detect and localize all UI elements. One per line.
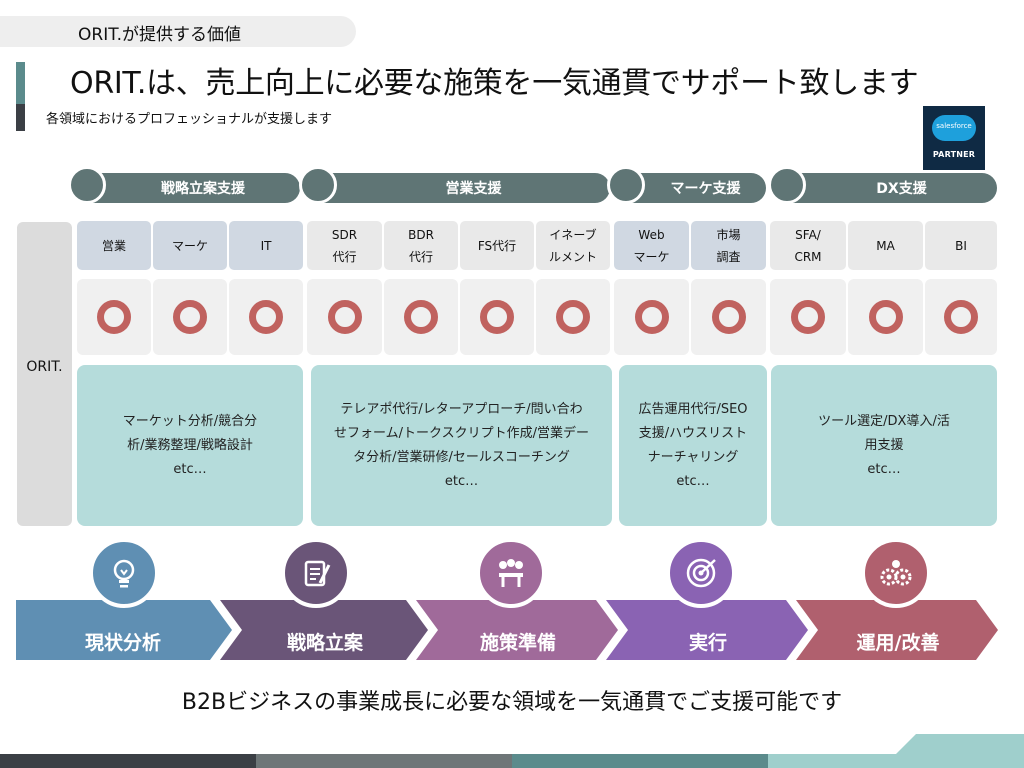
cloud-logo-text: salesforce [936,122,972,130]
step-label-improve: 運用/改善 [856,632,940,654]
lightbulb-icon [89,538,159,608]
coverage-cell [460,279,534,355]
service-cell: マーケ [153,221,227,270]
coverage-cell [153,279,227,355]
circle-mark-icon [327,300,362,334]
meeting-icon [476,538,546,608]
detail-box-sales: テレアポ代行/レターアプローチ/問い合わ せフォーム/トークスクリプト作成/営業… [311,365,612,526]
phase-bar-sales: 営業支援 [317,173,610,203]
phase-bar-dx: DX支援 [786,173,997,203]
step-arrow-execute [606,600,808,660]
circle-mark-icon [556,300,590,334]
step-arrow-strategy [220,600,428,660]
phase-dot [607,166,645,204]
notepad-icon [281,538,351,608]
service-cell: BDR 代行 [384,221,458,270]
phase-label: 営業支援 [445,181,502,197]
phase-bar-strategy: 戦略立案支援 [86,173,300,203]
detail-text: マーケット分析/競合分 析/業務整理/戦略設計 etc… [122,413,258,477]
detail-box-strategy: マーケット分析/競合分 析/業務整理/戦略設計 etc… [77,365,303,526]
service-cell: BI [925,221,997,270]
step-arrow-improve [796,600,998,660]
phase-dot [768,166,806,204]
coverage-cell [691,279,766,355]
section-tag-label: ORIT.が提供する価値 [78,25,241,45]
circle-mark-icon [791,300,825,334]
partner-label: PARTNER [932,150,976,159]
circle-mark-icon [868,300,903,334]
footer-bar-segment [256,754,512,768]
cloud-logo-icon: salesforce [932,115,976,141]
step-arrow-analysis [16,600,232,660]
coverage-cell [77,279,151,355]
footer-bar-segment [0,754,256,768]
phase-bar-marketing: マーケ支援 [625,173,766,203]
service-cell: 営業 [77,221,151,270]
phase-label: 戦略立案支援 [161,181,245,197]
coverage-cell [614,279,689,355]
page-title: ORIT.は、売上向上に必要な施策を一気通貫でサポート致します [70,66,919,101]
step-label-strategy: 戦略立案 [286,632,363,654]
phase-dot [68,166,106,204]
service-cell: IT [229,221,303,270]
detail-text: テレアポ代行/レターアプローチ/問い合わ せフォーム/トークスクリプト作成/営業… [334,401,589,489]
service-cell: SFA/ CRM [770,221,846,270]
step-arrow-prepare [416,600,618,660]
service-cell: 市場 調査 [691,221,766,270]
service-cell: SDR 代行 [307,221,382,270]
service-cell: Web マーケ [614,221,689,270]
circle-mark-icon [634,300,669,334]
detail-text: ツール選定/DX導入/活 用支援 etc… [818,413,950,477]
coverage-cell [925,279,997,355]
section-tag: ORIT.が提供する価値 [0,16,356,47]
circle-mark-icon [944,300,978,334]
coverage-cell [229,279,303,355]
step-label-prepare: 施策準備 [479,632,556,654]
circle-mark-icon [249,300,283,334]
circle-mark-icon [711,300,746,334]
circle-mark-icon [404,300,438,334]
coverage-cell [848,279,923,355]
service-cell: イネーブ ルメント [536,221,610,270]
process-flow [16,600,998,660]
circle-mark-icon [480,300,514,334]
orit-label: ORIT. [26,359,63,375]
detail-text: 広告運用代行/SEO 支援/ハウスリスト ナーチャリング etc… [638,401,748,489]
service-cell: FS代行 [460,221,534,270]
gears-icon [861,538,931,608]
service-cell: MA [848,221,923,270]
circle-mark-icon [97,300,131,334]
coverage-cell [307,279,382,355]
orit-row-label: ORIT. [17,222,72,526]
target-icon [666,538,736,608]
coverage-cell [536,279,610,355]
salesforce-partner-badge: salesforce PARTNER [923,106,985,170]
footer-message: B2Bビジネスの事業成長に必要な領域を一気通貫でご支援可能です [181,690,843,715]
footer-bar-segment [512,754,768,768]
coverage-cell [770,279,846,355]
detail-box-dx: ツール選定/DX導入/活 用支援 etc… [771,365,997,526]
title-accent-bar [16,62,25,104]
circle-mark-icon [173,300,207,334]
page-subtitle: 各領域におけるプロフェッショナルが支援します [46,112,333,127]
step-label-analysis: 現状分析 [84,632,161,654]
footer-bar-segment [768,754,1024,768]
title-accent-bar-dark [16,104,25,131]
coverage-cell [384,279,458,355]
detail-box-marketing: 広告運用代行/SEO 支援/ハウスリスト ナーチャリング etc… [619,365,767,526]
step-label-execute: 実行 [688,632,727,654]
phase-dot [299,166,337,204]
footer-bar-slant [896,734,1024,754]
phase-label: DX支援 [876,181,927,197]
phase-label: マーケ支援 [670,181,741,197]
